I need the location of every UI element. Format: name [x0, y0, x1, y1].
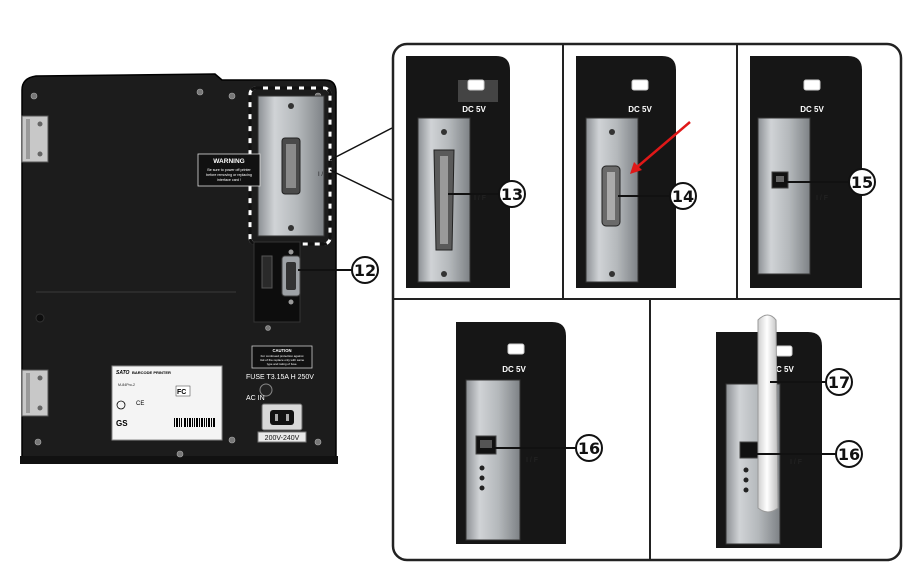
top-hinge	[21, 115, 49, 163]
warning-title: WARNING	[213, 158, 244, 165]
warning-line-2: before removing or replacing	[206, 173, 252, 177]
panel15-dc5v: DC 5V	[800, 105, 824, 114]
ac-in-label: AC IN	[246, 395, 265, 402]
caution-line-3: type and rating of fuse.	[267, 362, 298, 366]
bottom-hinge	[21, 369, 49, 417]
ul-mark	[116, 400, 126, 410]
callout-13-text: 13	[501, 185, 523, 204]
label-brand: SATO	[116, 370, 130, 376]
caution-label: CAUTION For continued protection against…	[251, 345, 313, 369]
callout-16b-text: 16	[838, 445, 860, 464]
callout-16-wlan: 16	[835, 440, 863, 468]
callout-17: 17	[825, 368, 853, 396]
ce-mark: CE	[136, 401, 144, 407]
product-rating-label: SATO BARCODE PRINTER M-84Pro-2 FC CE GS	[111, 365, 223, 441]
antenna	[757, 314, 779, 513]
zoom-leader-bottom	[329, 169, 393, 201]
callout-16a-text: 16	[578, 439, 600, 458]
panel15-if: I / F	[816, 195, 829, 202]
callout-16-lan: 16	[575, 434, 603, 462]
callout-14-text: 14	[672, 187, 694, 206]
callout-14: 14	[669, 182, 697, 210]
callout-15: 15	[848, 168, 876, 196]
ac-power-inlet	[261, 403, 303, 431]
panel14-dc5v: DC 5V	[628, 105, 652, 114]
panel16-dc5v: DC 5V	[502, 365, 526, 374]
fuse-holder	[259, 383, 273, 397]
panel-parallel-interface: DC 5V I / F	[406, 56, 510, 288]
panel-usb-interface: DC 5V I / F	[750, 56, 862, 288]
red-arrow-shaft	[635, 121, 691, 169]
interface-card-slot: I / F	[248, 86, 332, 246]
fuse-label: FUSE T3.15A H 250V	[246, 374, 314, 381]
slot-if-label: I / F	[318, 172, 329, 178]
voltage-label: 200V-240V	[265, 435, 300, 442]
panel13-if: I / F	[474, 195, 487, 202]
label-product: BARCODE PRINTER	[132, 370, 171, 375]
fcc-mark: FC	[177, 389, 186, 396]
gs-mark: GS	[116, 419, 128, 428]
label-barcode	[174, 418, 215, 427]
panel16-if: I / F	[526, 457, 539, 464]
panel17-dc5v: DC 5V	[770, 365, 794, 374]
printer-rear-view: I / F WARNING Be sure to power off print…	[20, 73, 338, 464]
callout-12: 12	[351, 256, 379, 284]
warning-label: WARNING Be sure to power off printer bef…	[197, 153, 261, 187]
panel13-dc5v: DC 5V	[462, 105, 486, 114]
warning-line-1: Be sure to power off printer	[207, 168, 251, 172]
callout-17-text: 17	[828, 373, 850, 392]
caution-line-2: risk of fire replace only with same	[260, 358, 305, 362]
serial-port-module	[253, 241, 301, 323]
caution-title: CAUTION	[272, 348, 291, 353]
callout-12-text: 12	[354, 261, 376, 280]
panel-serial-interface: DC 5V	[576, 56, 691, 288]
callout-15-text: 15	[851, 173, 873, 192]
panel-wireless-lan-interface: DC 5V I / F	[716, 314, 822, 548]
warning-line-3: interface card !	[217, 178, 241, 182]
voltage-plate	[257, 431, 307, 443]
panel17-if: I / F	[790, 459, 803, 466]
caution-line-1: For continued protection against	[261, 354, 304, 358]
red-arrow-head	[630, 162, 642, 174]
zoom-leader-top	[329, 127, 393, 161]
label-model: M-84Pro-2	[118, 383, 135, 387]
panel-lan-interface: DC 5V I / F	[456, 322, 566, 544]
callout-13: 13	[498, 180, 526, 208]
